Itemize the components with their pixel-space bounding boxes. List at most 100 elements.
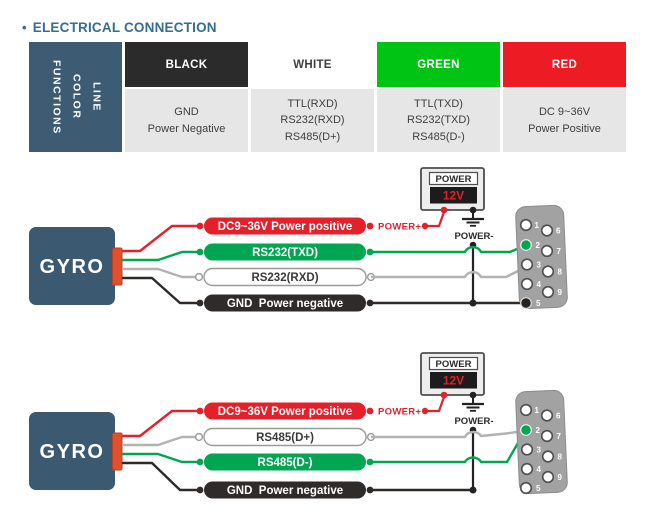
pin-3 — [520, 258, 534, 271]
pin-5-label: 5 — [536, 484, 541, 493]
white-wire-to-pin2 — [371, 429, 525, 439]
row-header-line: LINE — [90, 82, 103, 112]
row-header-text: LINE COLOR FUNCTIONS — [46, 60, 106, 135]
pill-label: RS232(RXD) — [251, 272, 318, 284]
ground-icon — [462, 210, 484, 227]
pin-4 — [520, 462, 534, 476]
pill-label: RS485(D+) — [256, 432, 314, 444]
power-plus-terminal — [440, 206, 448, 214]
pin-2 — [520, 424, 532, 436]
power-plus-wire — [425, 396, 446, 413]
pill-label: DC9~36V Power positive — [218, 406, 353, 418]
row-header-line: FUNCTIONS — [50, 59, 63, 135]
pin-5 — [520, 297, 532, 309]
pin-8 — [541, 450, 555, 463]
bullet-icon: • — [22, 20, 27, 35]
pill-label: RS485(D-) — [258, 457, 313, 469]
page-title: •ELECTRICAL CONNECTION — [22, 20, 217, 35]
table-column-black: BLACK GND Power Negative — [125, 42, 248, 152]
function-line: TTL(TXD) — [414, 97, 463, 110]
pin-7-label: 7 — [557, 432, 562, 441]
column-functions-green: TTL(TXD) RS232(TXD) RS485(D-) — [377, 89, 500, 152]
pill-tip — [194, 432, 204, 442]
gyro-label: GYRO — [40, 256, 105, 278]
pin-8 — [541, 265, 555, 278]
power-box-display — [430, 187, 477, 204]
table-column-white: WHITE TTL(RXD) RS232(RXD) RS485(D+) — [251, 42, 374, 152]
pin-3 — [520, 443, 534, 456]
pin-1-label: 1 — [535, 406, 540, 415]
pill-label: RS232(TXD) — [252, 247, 318, 259]
power-box-title-plate — [428, 171, 479, 186]
pill-tip — [196, 407, 204, 415]
wire-label-power-positive: DC9~36V Power positive — [196, 402, 374, 420]
power-minus-label: POWER- — [454, 416, 493, 427]
power-plus-label: POWER+ — [378, 407, 421, 418]
pill-label: GND Power negative — [227, 485, 343, 497]
table-row-header: LINE COLOR FUNCTIONS — [29, 42, 122, 152]
wiring-diagram-rs232: GYRO DC9~36V Power positive RS232(TXD) R… — [29, 167, 568, 312]
pill-body — [204, 402, 366, 420]
pill-tip — [196, 458, 204, 466]
pin-3-label: 3 — [537, 261, 542, 270]
wire-label-rs232-rxd: RS232(RXD) — [194, 267, 376, 287]
pin-6-label: 6 — [556, 227, 561, 236]
power-box-title-plate — [428, 356, 479, 371]
gyro-device: GYRO — [29, 227, 123, 305]
column-header-white: WHITE — [251, 42, 374, 87]
pill-tip — [196, 248, 204, 256]
pill-body — [204, 243, 366, 261]
db9-connector: 1 2 3 4 5 6 7 8 9 — [515, 389, 568, 495]
pin-7 — [540, 429, 554, 443]
pin-6 — [540, 224, 554, 237]
power-supply-box: POWER 12V — [420, 352, 485, 399]
pill-tip — [194, 272, 204, 282]
green-wire-to-pin2 — [370, 244, 526, 254]
pin-2-label: 2 — [536, 426, 541, 435]
pin-5-label: 5 — [536, 299, 541, 308]
gyro-connector-strip — [112, 247, 123, 286]
ground-icon — [462, 395, 484, 412]
power-minus-label: POWER- — [454, 231, 493, 242]
pin-9-label: 9 — [558, 288, 563, 297]
pin-3-label: 3 — [537, 446, 542, 455]
pin-8-label: 8 — [558, 268, 563, 277]
function-line: TTL(RXD) — [287, 97, 338, 110]
red-wire — [122, 224, 200, 253]
pill-body — [204, 481, 366, 499]
column-header-green: GREEN — [377, 42, 500, 87]
black-wire — [122, 276, 200, 305]
power-box-display — [430, 372, 477, 389]
wire-label-gnd: GND Power negative — [196, 481, 374, 499]
power-plus-wire — [425, 211, 446, 228]
column-header-red: RED — [503, 42, 626, 87]
white-wire-to-pin3 — [371, 265, 527, 279]
pin-1-label: 1 — [535, 221, 540, 230]
pin-6 — [540, 409, 554, 422]
power-supply-box: POWER 12V — [420, 167, 485, 214]
column-functions-white: TTL(RXD) RS232(RXD) RS485(D+) — [251, 89, 374, 152]
function-line: GND — [174, 106, 199, 118]
green-wire — [122, 250, 200, 262]
pin-5 — [519, 481, 533, 495]
gnd-junction-node — [469, 486, 477, 494]
white-wire — [122, 435, 199, 447]
function-line: RS232(RXD) — [280, 114, 345, 127]
pill-body — [204, 294, 366, 312]
wire-label-rs485-dminus: RS485(D-) — [196, 453, 374, 471]
pill-body — [203, 267, 367, 287]
red-wire — [122, 409, 200, 438]
green-wire-to-pin2 — [370, 431, 526, 464]
db9-connector: 1 2 3 4 5 6 7 8 9 — [515, 204, 568, 310]
power-plus-label: POWER+ — [378, 222, 421, 233]
wire-label-rs485-dplus: RS485(D+) — [194, 427, 376, 447]
pin-2 — [520, 239, 532, 251]
power-box-voltage: 12V — [443, 374, 464, 388]
power-box-title: POWER — [436, 174, 472, 185]
line-color-functions-table: LINE COLOR FUNCTIONS BLACK GND Power Neg… — [29, 42, 626, 152]
function-line: RS485(D+) — [284, 130, 341, 143]
column-functions-black: GND Power Negative — [125, 89, 248, 152]
column-header-black: BLACK — [125, 42, 248, 87]
gyro-box — [29, 227, 115, 305]
